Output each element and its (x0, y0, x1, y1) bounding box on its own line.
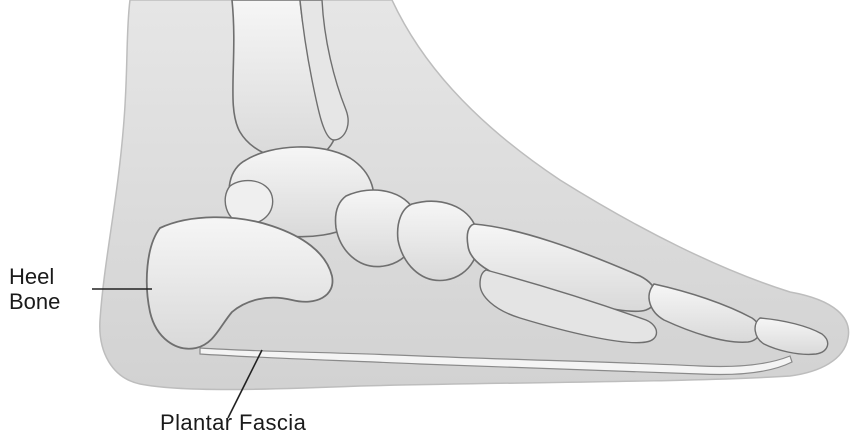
plantar-fascia-label: Plantar Fascia (160, 411, 306, 435)
heel-bone-label-line1: Heel (9, 265, 54, 289)
heel-bone-label-line2: Bone (9, 290, 60, 314)
